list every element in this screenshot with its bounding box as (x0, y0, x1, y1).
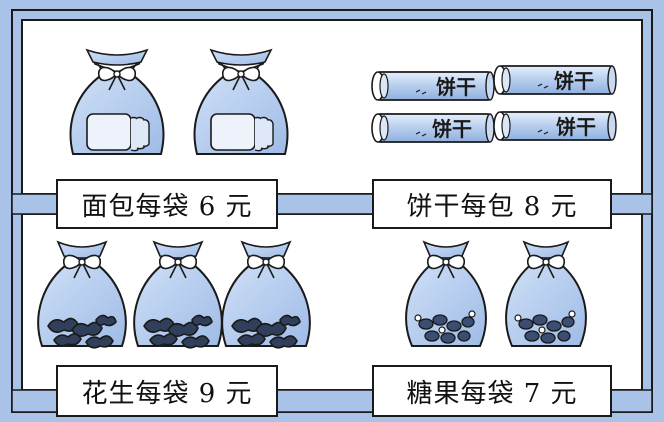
cookie-pack-text: 饼干 (432, 117, 472, 141)
price-label-peanuts: 花生每袋 9 元 (56, 365, 278, 417)
price-label-bread: 面包每袋 6 元 (56, 179, 278, 229)
cookie-pack-text: 饼干 (554, 69, 594, 93)
cookie-pack-text: 饼干 (556, 115, 596, 139)
cookie-pack-icon: 饼干 (371, 71, 495, 101)
price-label-cookies: 饼干每包 8 元 (372, 179, 612, 229)
cookie-pack-text: 饼干 (436, 75, 476, 99)
cookie-pack-icon: 饼干 (371, 113, 495, 143)
cookie-pack-icon: 饼干 (493, 65, 617, 95)
cookie-pack-icon: 饼干 (493, 111, 617, 141)
price-label-candy: 糖果每袋 7 元 (372, 365, 612, 417)
